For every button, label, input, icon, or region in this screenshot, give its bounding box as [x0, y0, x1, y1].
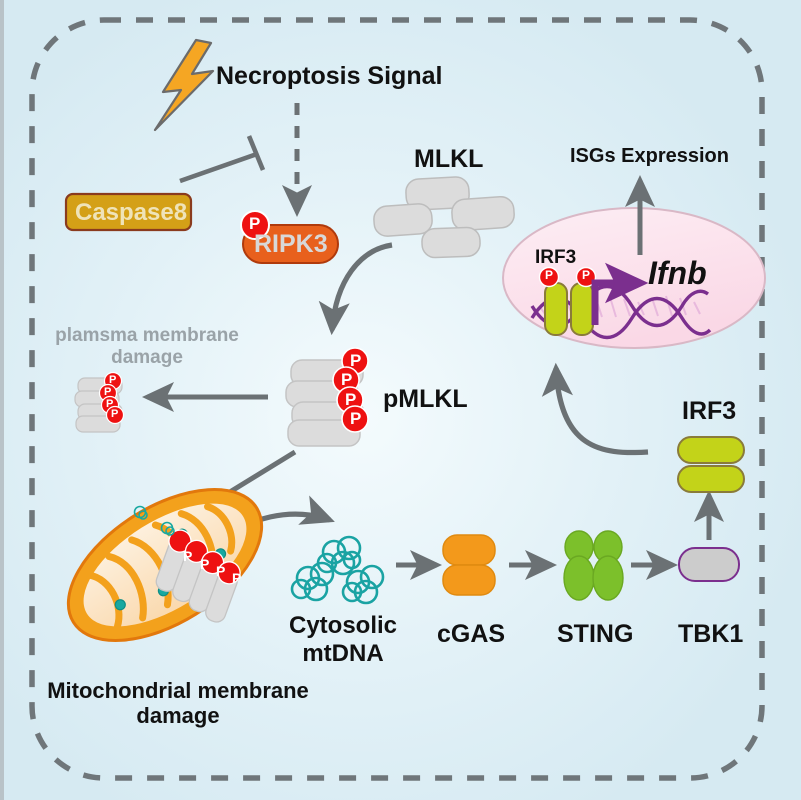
- irf3-cytosolic-node[interactable]: [677, 436, 745, 493]
- tbk1-label: TBK1: [678, 620, 744, 648]
- escaping-mtdna-specks: [133, 505, 175, 536]
- mlkl-label: MLKL: [414, 145, 484, 173]
- phospho-p-mito-1: P: [183, 548, 193, 564]
- lightning-bolt-icon: [153, 38, 215, 132]
- phospho-p-pmlkl-1: P: [350, 351, 362, 370]
- necroptosis-signal-label: Necroptosis Signal: [216, 62, 443, 90]
- pmlkl-node[interactable]: [285, 347, 369, 447]
- phospho-p-pm-1: P: [109, 374, 117, 386]
- arrow-mlkl-to-pmlkl: [318, 242, 393, 336]
- plasma-membrane-damage-label: plamsma membrane damage: [55, 325, 239, 368]
- pmlkl-label: pMLKL: [383, 385, 468, 413]
- phospho-p-mito-3: P: [216, 563, 226, 579]
- phospho-p-mito-2: P: [200, 556, 210, 572]
- cytosolic-mtdna-clusters[interactable]: [290, 535, 385, 605]
- caspase8-node[interactable]: [64, 192, 193, 232]
- ifnb-label: Ifnb: [648, 255, 707, 291]
- irf3-nuclear-label: IRF3: [535, 247, 577, 268]
- tbk1-node[interactable]: [678, 547, 740, 582]
- phospho-p-irf3-left: P: [545, 268, 554, 282]
- promoter-bent-arrow: [591, 262, 649, 325]
- phospho-p-pmlkl-2: P: [341, 370, 353, 389]
- cgas-label: cGAS: [437, 620, 506, 648]
- cell-membrane-boundary: [29, 17, 765, 781]
- mlkl-monomers[interactable]: [373, 176, 515, 259]
- left-edge-strip: [0, 0, 4, 800]
- caspase8-label: Caspase8: [75, 199, 188, 226]
- isgs-expression-label: ISGs Expression: [570, 145, 729, 167]
- arrow-caspase8-inhibits-ripk3: [179, 135, 266, 184]
- phospho-p-pm-3: P: [106, 398, 114, 410]
- cgas-node[interactable]: [442, 534, 496, 596]
- arrow-irf3-to-nucleus: [541, 362, 649, 456]
- phospho-p-pm-4: P: [111, 408, 119, 420]
- pmlkl-pore-in-mitochondria: [155, 529, 241, 623]
- ripk3-node[interactable]: [240, 210, 339, 264]
- irf3-nuclear-dimer[interactable]: [538, 266, 597, 336]
- cytosolic-mtdna-label: Cytosolic mtDNA: [288, 612, 398, 667]
- phospho-p-mito-4: P: [232, 570, 242, 586]
- mitochondrial-membrane-damage-label: Mitochondrial membrane damage: [47, 678, 309, 729]
- sting-label: STING: [557, 620, 634, 648]
- phospho-p-irf3-right: P: [582, 268, 591, 282]
- irf3-cytosolic-label: IRF3: [682, 397, 737, 425]
- phospho-p-pmlkl-4: P: [350, 409, 362, 428]
- ripk3-label: RIPK3: [254, 230, 328, 258]
- sting-node[interactable]: [563, 530, 624, 601]
- damaged-plasma-membrane-pmlkl: [74, 371, 125, 433]
- phospho-p-pm-2: P: [104, 386, 112, 398]
- phospho-p-ripk3: P: [249, 214, 261, 233]
- phospho-p-pmlkl-3: P: [345, 390, 357, 409]
